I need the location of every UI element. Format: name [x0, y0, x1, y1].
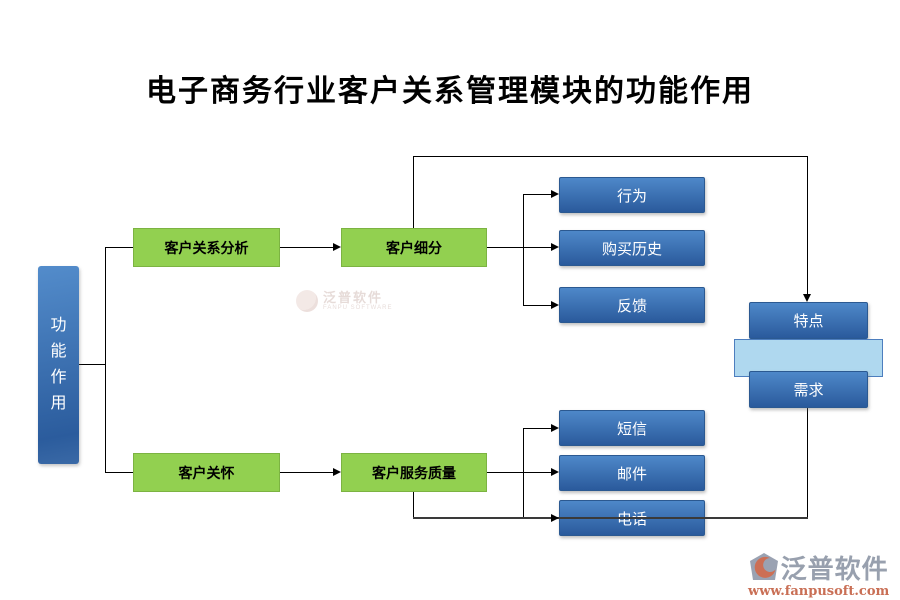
node-label: 客户关怀	[178, 464, 235, 481]
node-customer-care: 客户关怀	[133, 453, 280, 492]
connector-line	[413, 156, 414, 228]
node-traits: 特点	[749, 302, 868, 339]
connector-line	[524, 247, 552, 248]
connector-line	[280, 472, 334, 473]
arrowhead-icon	[551, 468, 559, 476]
connector-line	[105, 472, 134, 473]
arrowhead-icon	[551, 424, 559, 432]
connector-line	[487, 247, 524, 248]
arrowhead-icon	[551, 301, 559, 309]
connector-line	[524, 472, 552, 473]
node-behavior: 行为	[559, 177, 705, 213]
highlight-band	[734, 339, 883, 377]
connector-line	[523, 428, 524, 518]
node-label: 行为	[616, 187, 647, 205]
arrowhead-icon	[333, 468, 341, 476]
node-crm-analysis: 客户关系分析	[133, 228, 280, 267]
node-label: 客户服务质量	[372, 464, 456, 481]
connector-line	[413, 156, 808, 157]
fanpu-logo-icon	[749, 552, 778, 580]
node-label: 特点	[793, 313, 824, 330]
footer-website: www.fanpusoft.com	[748, 584, 890, 599]
watermark-brand: 泛普软件	[323, 289, 384, 305]
node-needs: 需求	[749, 371, 868, 408]
connector-line	[524, 194, 552, 195]
node-label: 需求	[793, 382, 824, 399]
connector-line	[79, 364, 106, 365]
node-email: 邮件	[559, 455, 705, 491]
fanpu-watermark-icon	[296, 290, 318, 312]
node-label: 电话	[616, 510, 647, 528]
watermark-brand-en: FANPU SOFTWARE	[323, 304, 393, 311]
connector-line	[105, 247, 106, 473]
node-feedback: 反馈	[559, 287, 705, 323]
arrowhead-icon	[803, 294, 811, 302]
footer-brand: 泛普软件 www.fanpusoft.com	[748, 549, 889, 599]
connector-line	[807, 408, 808, 518]
connector-line	[105, 247, 134, 248]
connector-line	[487, 472, 524, 473]
connector-line	[413, 517, 808, 519]
node-label: 邮件	[616, 465, 647, 483]
connector-line	[807, 156, 808, 295]
connector-line	[524, 305, 552, 306]
node-label: 客户关系分析	[164, 239, 249, 256]
arrowhead-icon	[551, 190, 559, 198]
node-function-role: 功能作用	[38, 266, 79, 464]
node-purchase-history: 购买历史	[559, 230, 705, 266]
connector-line	[280, 247, 334, 248]
node-service-quality: 客户服务质量	[341, 453, 487, 492]
node-label: 反馈	[616, 297, 647, 315]
node-label: 短信	[616, 420, 647, 438]
connector-line	[524, 428, 552, 429]
connector-line	[523, 194, 524, 306]
node-label: 功能作用	[50, 317, 67, 412]
arrowhead-icon	[333, 243, 341, 251]
watermark: 泛普软件 FANPU SOFTWARE	[296, 290, 392, 312]
node-customer-segmentation: 客户细分	[341, 228, 487, 267]
node-sms: 短信	[559, 410, 705, 446]
page-title: 电子商务行业客户关系管理模块的功能作用	[146, 74, 754, 109]
footer-brand-name: 泛普软件	[780, 554, 889, 584]
arrowhead-icon	[551, 243, 559, 251]
arrowhead-icon	[551, 514, 559, 522]
node-label: 购买历史	[601, 240, 662, 258]
connector-line	[413, 492, 414, 518]
node-label: 客户细分	[386, 239, 442, 256]
